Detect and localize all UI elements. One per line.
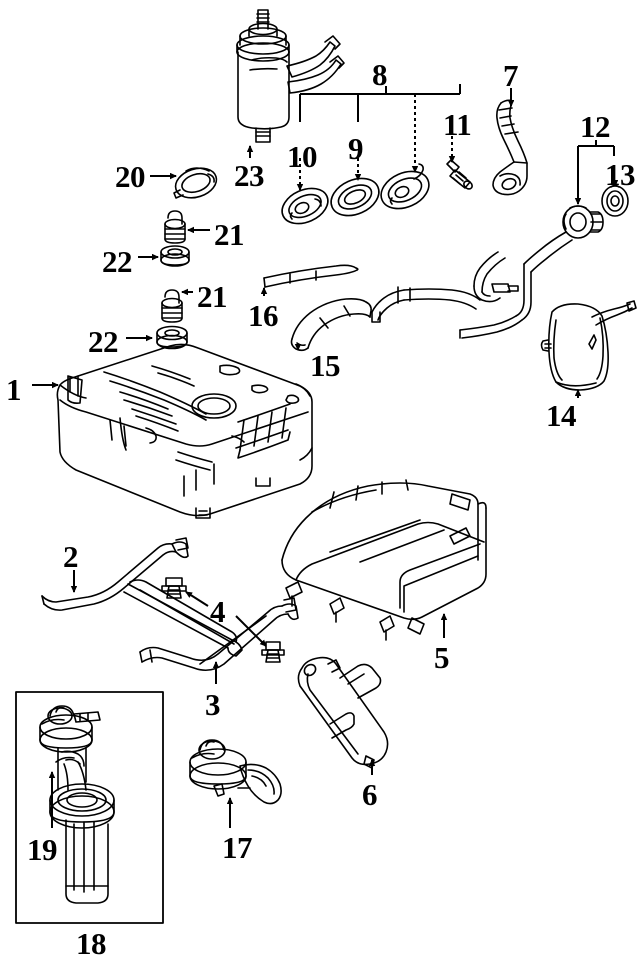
callout-label-pump-gasket: 10 bbox=[287, 139, 318, 174]
callout-label-breather-hose: 16 bbox=[248, 298, 279, 333]
callout-label-heat-shield: 5 bbox=[434, 640, 450, 675]
callout-label-fuel-filter: 23 bbox=[234, 158, 265, 193]
callout-label-tank-strap-right: 3 bbox=[205, 687, 221, 722]
callout-label-strap-bolt: 4 bbox=[210, 594, 226, 629]
callout-label-mounting-bolt: 11 bbox=[443, 107, 472, 142]
part-filler-neck-bracket-7 bbox=[492, 99, 528, 196]
part-hose-clamp-20 bbox=[173, 167, 218, 199]
callout-label-fuel-pump: 17 bbox=[222, 830, 253, 865]
part-tank-strap-right-3 bbox=[139, 597, 299, 672]
callout-label-fuel-filler-cap: 12 bbox=[580, 109, 611, 144]
part-valve-grommet-upper-22 bbox=[160, 245, 190, 267]
part-strap-bolt-upper-4 bbox=[161, 577, 187, 599]
callout-label-valve-grommet-lower: 22 bbox=[88, 324, 119, 359]
callout-label-fuel-pump-assembly-box: 18 bbox=[76, 926, 107, 961]
part-filler-hose-15 bbox=[290, 298, 372, 352]
assembly-box-18 bbox=[15, 691, 164, 924]
callout-label-fuel-tank: 1 bbox=[6, 372, 22, 407]
callout-label-sender-gasket: 9 bbox=[348, 131, 364, 166]
part-fuel-tank-protector-6 bbox=[297, 656, 389, 769]
leader-4-upper bbox=[185, 591, 209, 607]
part-fuel-filter-23 bbox=[236, 9, 345, 143]
part-fuel-filler-cap-12 bbox=[562, 205, 604, 239]
callout-label-tank-strap-left: 2 bbox=[63, 539, 79, 574]
part-strap-bolt-lower-4 bbox=[261, 641, 285, 663]
part-fuel-pump-17 bbox=[189, 739, 282, 805]
callout-label-filler-neck-bracket: 7 bbox=[503, 58, 519, 93]
callout-label-filler-hose: 15 bbox=[310, 348, 341, 383]
callout-label-check-valve-upper: 21 bbox=[214, 217, 245, 252]
leader-4-lower bbox=[235, 615, 267, 647]
callout-label-filler-neck-housing: 14 bbox=[546, 398, 577, 433]
callout-label-check-valve-lower: 21 bbox=[197, 279, 228, 314]
part-pump-gasket-10 bbox=[281, 187, 329, 225]
part-heat-shield-5 bbox=[281, 479, 487, 641]
part-valve-grommet-lower-22 bbox=[156, 325, 188, 350]
part-breather-hose-16 bbox=[263, 264, 359, 288]
part-gasket-8 bbox=[380, 163, 430, 210]
part-check-valve-lower-21 bbox=[161, 289, 183, 323]
filler-neck-pipe-assembly bbox=[371, 231, 573, 339]
part-check-valve-upper-21 bbox=[164, 210, 186, 244]
callout-label-fuel-gauge-sender: 19 bbox=[27, 832, 58, 867]
callout-label-gasket-set-bracket: 8 bbox=[372, 57, 388, 92]
callout-label-fuel-tank-protector: 6 bbox=[362, 777, 378, 812]
callout-label-hose-clamp: 20 bbox=[115, 159, 146, 194]
callout-label-filler-cap-gasket: 13 bbox=[605, 157, 636, 192]
callout-label-valve-grommet-upper: 22 bbox=[102, 244, 133, 279]
part-fuel-tank-1 bbox=[56, 343, 313, 519]
part-fuel-gauge-sender-19 bbox=[39, 705, 115, 904]
part-sender-gasket-9 bbox=[330, 177, 380, 217]
part-filler-neck-housing-14 bbox=[540, 300, 637, 391]
